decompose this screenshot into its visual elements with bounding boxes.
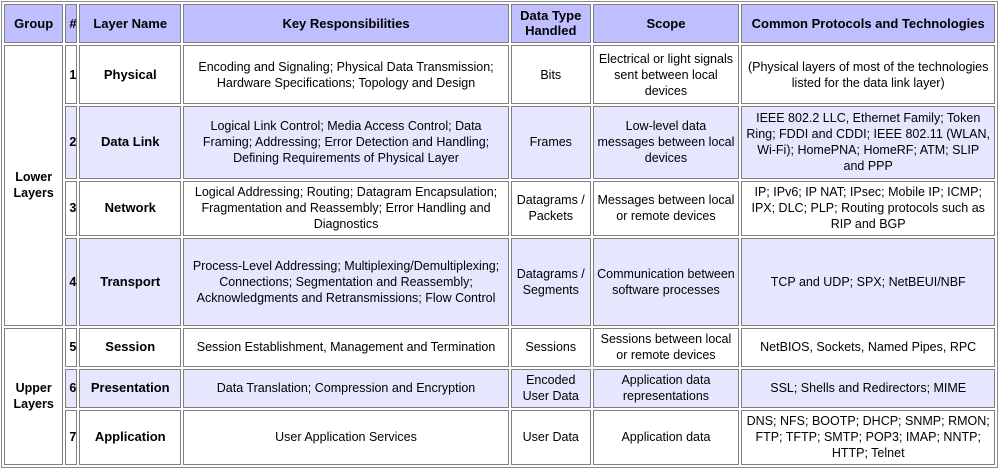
layer-protocols: IP; IPv6; IP NAT; IPsec; Mobile IP; ICMP… [741,180,995,237]
table-row: Upper Layers 5 Session Session Establish… [4,327,995,465]
layer-number: 3 [65,180,78,237]
layer-name: Transport [79,238,182,326]
header-group: Group [4,4,64,43]
layer-scope: Application data [592,409,740,465]
header-responsibilities: Key Responsibilities [183,4,510,43]
header-protocols: Common Protocols and Technologies [741,4,995,43]
header-num: # [65,4,78,43]
layer-responsibilities: Logical Addressing; Routing; Datagram En… [183,180,510,237]
group-lower-layers: Lower Layers [4,44,64,326]
layer-data-type: Datagrams / Packets [511,180,591,237]
group-upper-layers: Upper Layers [4,327,64,465]
layer-number: 1 [65,44,78,105]
table-row: 2 Data Link Logical Link Control; Media … [4,106,995,179]
header-row: Group # Layer Name Key Responsibilities … [4,4,995,43]
layer-responsibilities: Encoding and Signaling; Physical Data Tr… [183,44,510,105]
layer-responsibilities: Data Translation; Compression and Encryp… [183,368,510,408]
layer-scope: Messages between local or remote devices [592,180,740,237]
layer-number: 5 [65,327,78,367]
layer-name: Data Link [79,106,182,179]
layer-name: Network [79,180,182,237]
layer-scope: Sessions between local or remote devices [592,327,740,367]
layer-responsibilities: Process-Level Addressing; Multiplexing/D… [183,238,510,326]
layer-protocols: (Physical layers of most of the technolo… [741,44,995,105]
layer-number: 2 [65,106,78,179]
layer-protocols: SSL; Shells and Redirectors; MIME [741,368,995,408]
layer-scope: Application data representations [592,368,740,408]
layer-name: Physical [79,44,182,105]
layer-data-type: Encoded User Data [511,368,591,408]
table-row: 7 Application User Application Services … [4,409,995,465]
layer-number: 6 [65,368,78,408]
layer-responsibilities: Session Establishment, Management and Te… [183,327,510,367]
layer-data-type: Bits [511,44,591,105]
table-row: 4 Transport Process-Level Addressing; Mu… [4,238,995,326]
layer-name: Presentation [79,368,182,408]
header-scope: Scope [592,4,740,43]
table-row: 3 Network Logical Addressing; Routing; D… [4,180,995,237]
table-row: 6 Presentation Data Translation; Compres… [4,368,995,408]
layer-data-type: Sessions [511,327,591,367]
layer-scope: Electrical or light signals sent between… [592,44,740,105]
layer-protocols: IEEE 802.2 LLC, Ethernet Family; Token R… [741,106,995,179]
header-layer-name: Layer Name [79,4,182,43]
layer-protocols: TCP and UDP; SPX; NetBEUI/NBF [741,238,995,326]
table-row: Lower Layers 1 Physical Encoding and Sig… [4,44,995,326]
layer-name: Application [79,409,182,465]
layer-name: Session [79,327,182,367]
layer-number: 7 [65,409,78,465]
layer-number: 4 [65,238,78,326]
layer-data-type: Frames [511,106,591,179]
layer-scope: Low-level data messages between local de… [592,106,740,179]
layer-responsibilities: Logical Link Control; Media Access Contr… [183,106,510,179]
layer-data-type: Datagrams / Segments [511,238,591,326]
layer-scope: Communication between software processes [592,238,740,326]
layer-protocols: NetBIOS, Sockets, Named Pipes, RPC [741,327,995,367]
header-data-type: Data Type Handled [511,4,591,43]
layer-protocols: DNS; NFS; BOOTP; DHCP; SNMP; RMON; FTP; … [741,409,995,465]
layer-data-type: User Data [511,409,591,465]
layer-responsibilities: User Application Services [183,409,510,465]
